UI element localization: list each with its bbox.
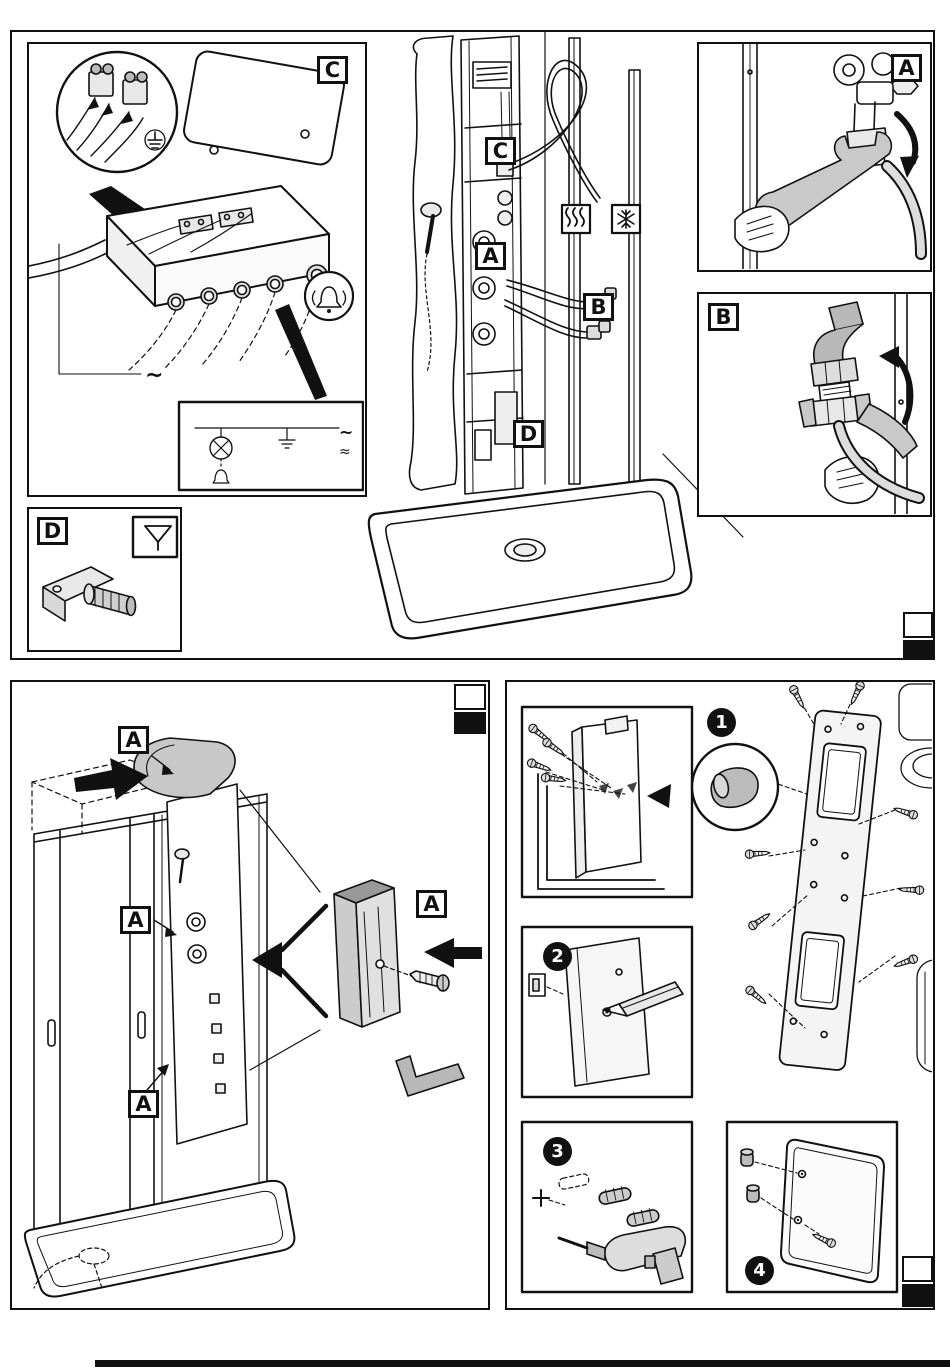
rotate-arrow — [894, 111, 919, 165]
drill — [557, 1225, 687, 1285]
column-in-cabin — [166, 783, 248, 1145]
drain-funnel-icon — [131, 515, 179, 559]
dashed-cables — [128, 284, 318, 371]
page-marker-white — [903, 612, 933, 638]
cabin-assembly-panel: A A A A — [10, 680, 490, 1310]
drain-fitting-panel: D — [27, 507, 182, 652]
page-edge-bar — [95, 1360, 950, 1367]
panel-label-a: A — [891, 54, 922, 82]
screw — [409, 970, 450, 992]
cap-detail-circle — [690, 742, 780, 832]
column-label-b: B — [583, 293, 614, 321]
cabin-label-a-detail: A — [416, 890, 447, 918]
cold-water-icon — [610, 203, 642, 235]
drain-connector — [42, 566, 137, 622]
cabin-label-a-top: A — [118, 726, 149, 754]
step-2-badge: 2 — [543, 942, 572, 971]
panel-label-c: C — [317, 56, 348, 84]
page-marker-black — [454, 712, 486, 734]
ground-symbol-icon — [278, 427, 296, 449]
column-label-d: D — [513, 420, 544, 448]
wall-plugs — [598, 1186, 660, 1227]
hot-water-icon — [560, 203, 592, 235]
column-label-c: C — [485, 137, 516, 165]
callout-arrow — [252, 942, 282, 978]
bell-symbol-icon — [212, 469, 230, 484]
cabin-label-a-bottom: A — [128, 1090, 159, 1118]
column-label-a: A — [475, 242, 506, 270]
page-marker-white — [454, 684, 486, 710]
flexible-hose — [883, 162, 925, 258]
panel-label-b: B — [708, 303, 739, 331]
flexible-hose — [835, 422, 923, 502]
page-marker-white — [902, 1256, 933, 1282]
allen-key — [395, 1055, 465, 1097]
toilet-outline — [898, 683, 932, 1073]
valve-assembly — [833, 52, 919, 105]
caps — [740, 1148, 760, 1203]
cabin-label-a-mid: A — [120, 906, 151, 934]
box-lid — [183, 50, 345, 166]
page-marker-black — [902, 1284, 933, 1307]
column-front-cover — [408, 35, 458, 491]
elbow-fitting — [808, 301, 864, 427]
electrical-junction-panel: ~ ≈ ~ C — [27, 42, 367, 497]
step-1-badge: 1 — [707, 708, 736, 737]
cabin-assembly-drawing — [23, 737, 482, 1298]
earth-symbol-icon — [144, 129, 166, 151]
top-plumbing-electrics-panel: C A B D — [10, 30, 935, 660]
hand-shower-icon — [420, 202, 442, 218]
hand — [734, 205, 790, 253]
shower-tray — [367, 478, 693, 640]
fitting-a-panel: A — [697, 42, 932, 272]
insert-arrow — [74, 758, 148, 800]
shower-column-drawing — [367, 32, 744, 640]
pencil — [602, 981, 684, 1017]
junction-box-drawing: ~ ≈ ~ — [29, 50, 364, 492]
wiring-schematic: ~ ≈ — [177, 400, 364, 492]
shower-hose — [508, 59, 601, 203]
junction-box — [106, 185, 330, 371]
push-arrow — [424, 938, 482, 968]
step1-bracket-drawing — [520, 705, 694, 899]
strap-screws — [743, 682, 925, 1029]
door-handle — [47, 1019, 56, 1047]
page-marker-black — [903, 640, 933, 659]
terminal-detail-circle — [55, 50, 179, 174]
drain-fitting-drawing — [42, 515, 179, 622]
elbow-fitting-drawing — [798, 294, 925, 514]
cabin-tray — [23, 1179, 296, 1298]
schematic-ground-mark: ≈ — [339, 444, 351, 460]
panel-label-d: D — [37, 517, 68, 545]
ac-mark: ~ — [145, 363, 163, 388]
step3-drilling-drawing — [520, 1120, 694, 1294]
step-4-badge: 4 — [745, 1256, 774, 1285]
fitting-b-panel: B — [697, 292, 932, 517]
doorbell-icon — [303, 270, 355, 322]
drill-bit — [557, 1236, 589, 1250]
schematic-ac-mark: ~ — [339, 423, 353, 443]
cap-arrow — [647, 784, 671, 808]
door-handle — [137, 1011, 146, 1039]
fitting-wrench-drawing — [734, 44, 927, 269]
mounting-steps-drawing — [520, 682, 932, 1294]
corner-profile-detail — [333, 879, 482, 1097]
pointer-wedge — [275, 304, 327, 400]
mounting-strap — [778, 709, 882, 1071]
wall-mounting-steps-panel: 1 2 3 4 — [505, 680, 935, 1310]
wrench — [798, 398, 817, 428]
step-3-badge: 3 — [543, 1137, 572, 1166]
